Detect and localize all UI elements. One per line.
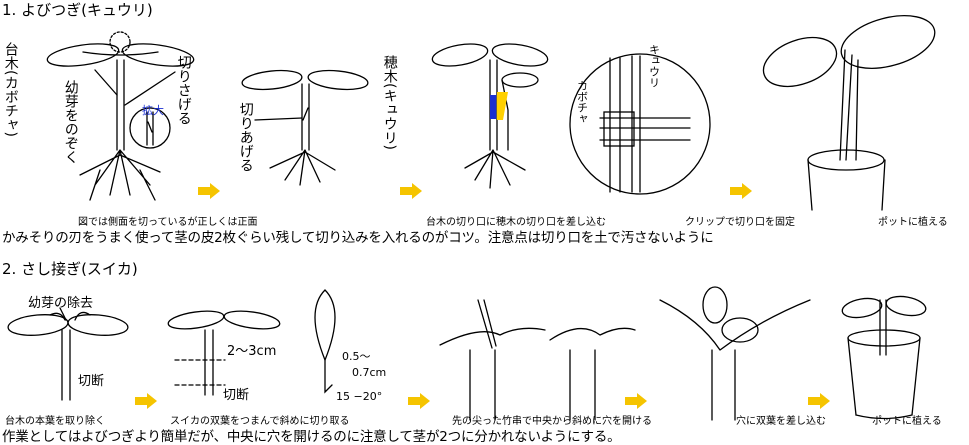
cut-label: 切断 bbox=[78, 374, 105, 389]
inserted-cotyledon-drawing bbox=[659, 286, 811, 421]
rootstock-plant-drawing bbox=[46, 31, 195, 201]
caption: ポットに植える bbox=[878, 217, 948, 228]
clip-closeup-drawing bbox=[569, 53, 711, 195]
rootstock-leaf-removal-drawing bbox=[7, 307, 129, 401]
potted-plant-drawing bbox=[762, 15, 936, 211]
scion-cut-drawing bbox=[167, 310, 281, 396]
arrow-right-icon bbox=[625, 393, 647, 409]
section1-title: 1. よびつぎ(キュウリ) bbox=[2, 1, 153, 19]
scion-leaf-drawing bbox=[314, 289, 336, 394]
section2-note: 作業としてはよびつぎより簡単だが、中央に穴を開けるのに注意して茎が2つに分かれな… bbox=[2, 429, 621, 445]
arrow-right-icon bbox=[808, 393, 830, 409]
cut-label: 切断 bbox=[223, 388, 250, 403]
dimension-label: 0.7cm bbox=[352, 366, 387, 379]
cut-up-label: 切りあげる bbox=[237, 102, 254, 172]
joined-plant-drawing bbox=[431, 43, 549, 189]
arrow-right-icon bbox=[408, 393, 430, 409]
hole-bamboo-drawing bbox=[439, 299, 636, 421]
arrow-right-icon bbox=[135, 393, 157, 409]
section1-note: かみそりの刃をうまく使って茎の皮2枚ぐらい残して切り込みを入れるのがコツ。注意点… bbox=[2, 230, 714, 246]
cucumber-label: キュウリ bbox=[647, 44, 661, 88]
caption: 穴に双葉を差し込む bbox=[736, 416, 826, 427]
arrow-right-icon bbox=[198, 183, 220, 199]
arrow-right-icon bbox=[400, 183, 422, 199]
section2-title: 2. さし接ぎ(スイカ) bbox=[2, 260, 138, 278]
cut-down-label: 切りさげる bbox=[175, 55, 192, 125]
caption: 台木の切り口に穂木の切り口を差し込む bbox=[426, 217, 606, 228]
remove-bud-label: 幼芽の除去 bbox=[28, 296, 94, 311]
cut-up-plant-drawing bbox=[241, 69, 369, 186]
scion-label: 穂木(キュウリ) bbox=[381, 55, 398, 150]
magnify-label: 拡大 bbox=[142, 104, 164, 117]
pumpkin-label: カボチャ bbox=[575, 80, 589, 124]
length-label: 2～3cm bbox=[227, 344, 277, 359]
rootstock-label: 台木(カボチャ) bbox=[2, 42, 19, 137]
caption: ポットに植える bbox=[872, 416, 942, 427]
angle-label: 15 −20° bbox=[336, 390, 383, 403]
caption: スイカの双葉をつまんで斜めに切り取る bbox=[170, 416, 350, 427]
caption: クリップで切り口を固定 bbox=[685, 217, 795, 228]
scion-yellow-mark bbox=[497, 92, 508, 120]
arrow-right-icon bbox=[730, 183, 752, 199]
caption: 図では側面を切っているが正しくは正面 bbox=[78, 217, 258, 228]
remove-bud-label: 幼芽をのぞく bbox=[62, 80, 79, 164]
final-pot-drawing bbox=[841, 295, 927, 420]
scion-blue-mark bbox=[490, 95, 496, 119]
caption: 台木の本葉を取り除く bbox=[5, 416, 105, 427]
dimension-label: 0.5～ bbox=[342, 350, 371, 363]
caption: 先の尖った竹串で中央から斜めに穴を開ける bbox=[452, 416, 652, 427]
